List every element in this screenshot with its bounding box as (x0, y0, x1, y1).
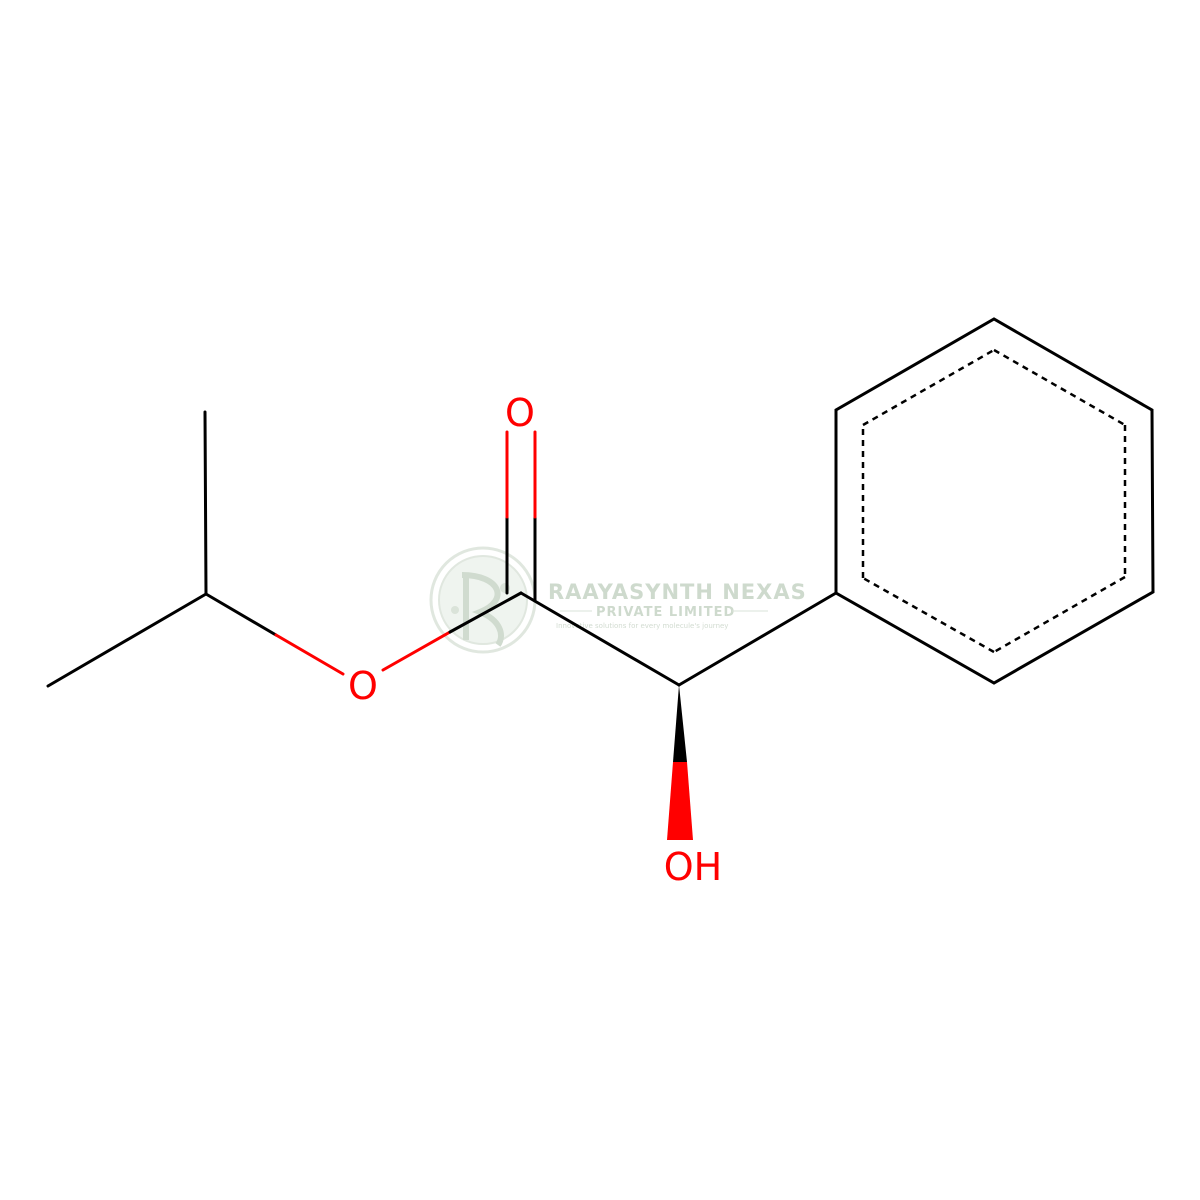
watermark-tagline: Innovative solutions for every molecule'… (556, 622, 728, 630)
watermark: RAAYASYNTH NEXAS PRIVATE LIMITED Innovat… (429, 546, 807, 654)
watermark-subtitle: PRIVATE LIMITED (596, 605, 735, 620)
bond-carbonyl-chiral (519, 591, 681, 687)
bond-ch-o-red (274, 633, 345, 676)
bond-ch-o-black (204, 592, 278, 637)
bond-o-c-red (381, 630, 452, 672)
watermark-title: RAAYASYNTH NEXAS (548, 580, 807, 604)
aromatic-dashes (861, 348, 1127, 654)
bond-chiral-phenyl (677, 591, 838, 687)
bond-methyl-left (46, 592, 208, 688)
watermark-logo-icon (429, 546, 537, 654)
bond-methyl-top (203, 410, 208, 596)
wedge-bond-oh-red (667, 762, 693, 840)
wedge-bond-oh-black (673, 685, 687, 762)
benzene-ring (834, 317, 1155, 685)
bond-o-c-black (448, 591, 523, 634)
atom-label-carbonyl-oxygen: O (505, 391, 535, 435)
atom-label-hydroxyl: OH (664, 845, 722, 889)
atom-label-ester-oxygen: O (348, 664, 378, 708)
